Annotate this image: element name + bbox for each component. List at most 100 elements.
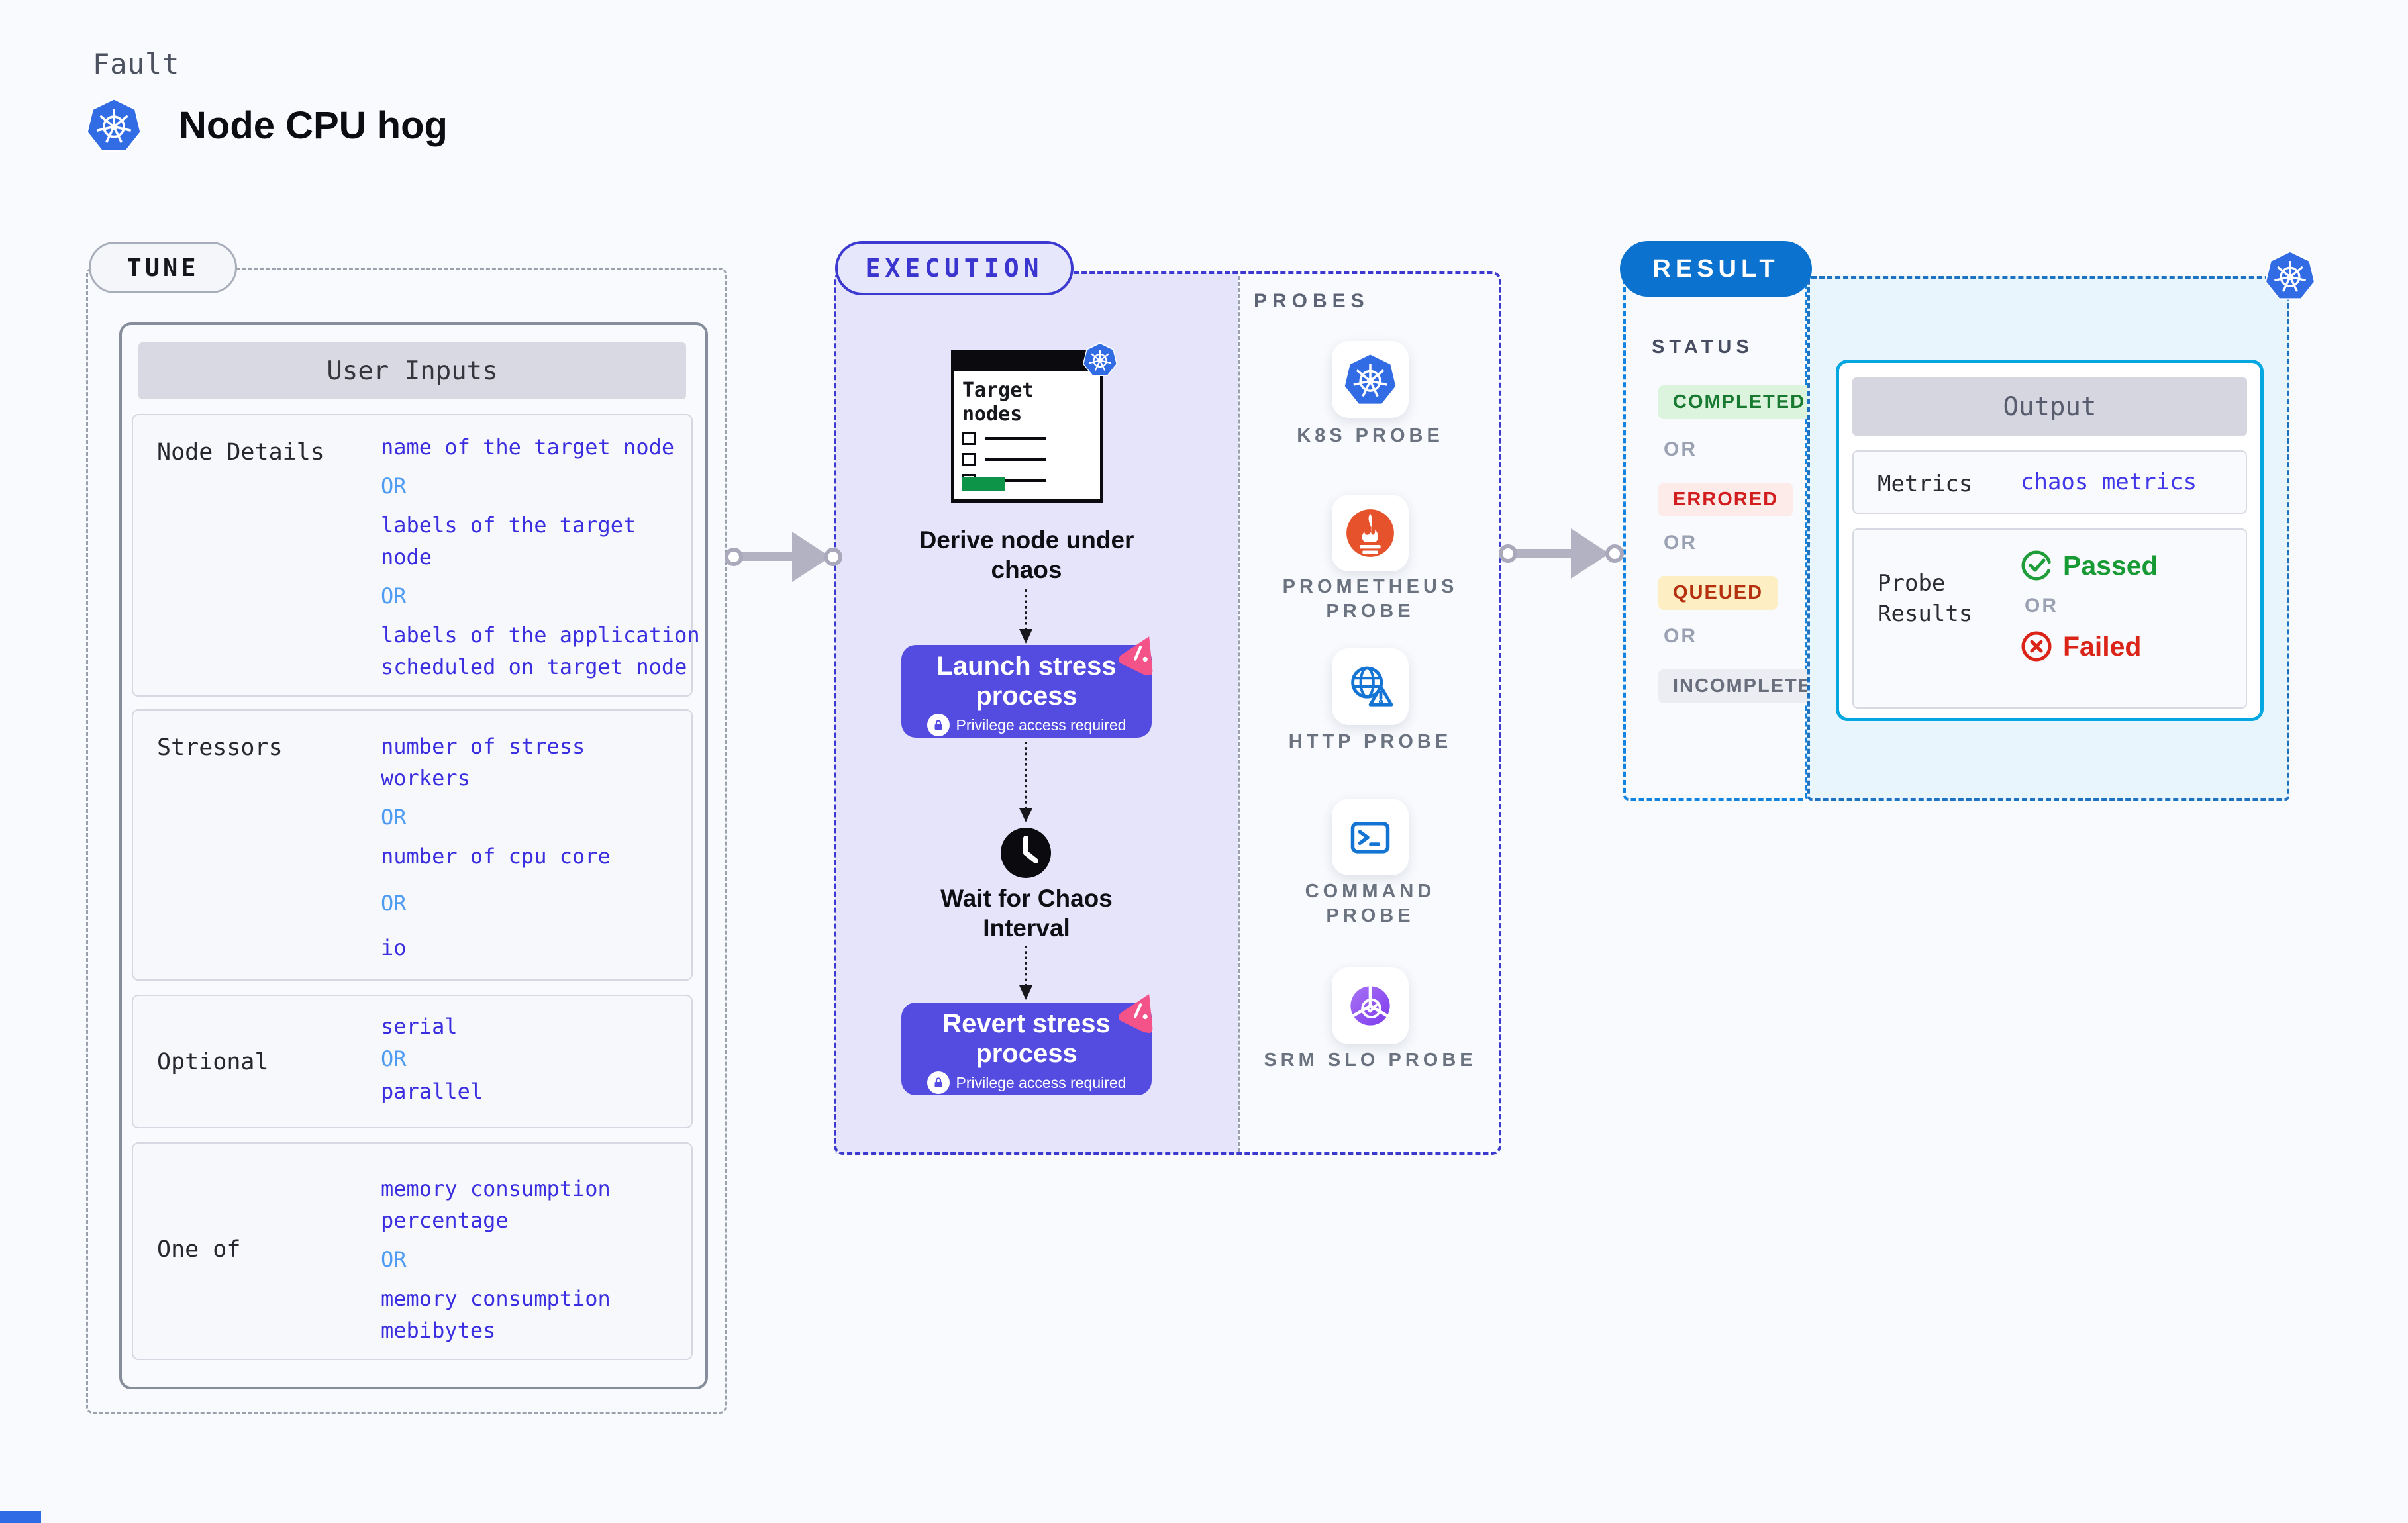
revert-stress-label: Revert stress process xyxy=(942,1009,1111,1068)
input-row-label: Optional xyxy=(157,1049,269,1075)
list-line xyxy=(985,437,1046,440)
or-separator: OR xyxy=(1664,438,1697,460)
window-titlebar xyxy=(954,354,1100,371)
status-title: STATUS xyxy=(1652,336,1754,358)
or-separator: OR xyxy=(381,1247,407,1272)
lock-icon xyxy=(927,714,950,736)
kubernetes-icon xyxy=(2263,248,2317,303)
input-row-label: Node Details xyxy=(157,439,325,466)
passed-label: Passed xyxy=(2063,550,2158,581)
or-separator: OR xyxy=(381,891,407,916)
target-nodes-window: Target nodes xyxy=(951,350,1103,503)
or-separator: OR xyxy=(381,1046,407,1071)
kubernetes-icon xyxy=(1344,353,1396,405)
tune-section xyxy=(86,268,727,1414)
probe-label: HTTP PROBE xyxy=(1288,731,1452,752)
input-row-optional: Optional serial OR parallel xyxy=(132,995,693,1128)
or-separator: OR xyxy=(2025,595,2058,616)
result-badge[interactable]: RESULT xyxy=(1620,241,1812,297)
execution-section xyxy=(834,271,1501,1155)
launch-stress-label: Launch stress process xyxy=(936,652,1117,711)
wait-chaos-label: Wait for Chaos Interval xyxy=(940,885,1113,942)
probe-label: SRM SLO PROBE xyxy=(1264,1050,1477,1071)
derive-node-label: Derive node under chaos xyxy=(919,526,1134,583)
probe-card-k8s xyxy=(1332,341,1409,418)
input-value: serial xyxy=(381,1014,458,1039)
kubernetes-icon xyxy=(1081,340,1119,379)
status-badge-queued: QUEUED xyxy=(1658,576,1778,610)
checkbox-icon xyxy=(962,432,976,445)
list-line xyxy=(985,479,1046,482)
connector-dot xyxy=(725,548,743,566)
or-separator: OR xyxy=(381,805,407,830)
connector-dot xyxy=(1499,544,1517,563)
tune-badge[interactable]: TUNE xyxy=(89,242,237,293)
flow-arrow xyxy=(1511,549,1578,558)
status-badge-completed: COMPLETED xyxy=(1658,385,1821,419)
check-circle-icon xyxy=(2021,550,2052,581)
probe-card-command xyxy=(1332,799,1409,875)
kubernetes-icon xyxy=(87,98,140,152)
clock-icon xyxy=(999,826,1052,879)
probes-divider xyxy=(1238,276,1240,1152)
metrics-label: Metrics xyxy=(1878,471,1973,497)
input-value: number of cpu core xyxy=(381,844,611,869)
probe-label: K8S PROBE xyxy=(1297,425,1444,446)
revert-stress-button[interactable]: Revert stress process Privilege access r… xyxy=(901,994,1153,1095)
input-row-node-details: Node Details name of the target node OR … xyxy=(132,414,700,697)
user-inputs-card: User Inputs Node Details name of the tar… xyxy=(119,322,708,1389)
output-title: Output xyxy=(1852,377,2247,436)
fault-eyebrow: Fault xyxy=(93,48,180,80)
http-globe-icon xyxy=(1351,666,1393,707)
execution-badge[interactable]: EXECUTION xyxy=(835,241,1074,295)
probe-label: COMMAND PROBE xyxy=(1305,881,1436,926)
flow-dotted-arrow xyxy=(1019,946,1032,1000)
flow-dotted-arrow xyxy=(1019,742,1032,822)
input-value: number of stress workers xyxy=(381,734,585,791)
chaos-pink-icon xyxy=(1118,994,1153,1034)
privilege-note: Privilege access required xyxy=(956,716,1127,734)
connector-dot xyxy=(1605,544,1624,563)
progress-bar xyxy=(962,477,1005,491)
srm-slo-icon xyxy=(1350,985,1390,1026)
list-line xyxy=(985,458,1046,461)
chaos-pink-icon xyxy=(1118,636,1153,676)
lock-icon xyxy=(927,1071,950,1094)
or-separator: OR xyxy=(381,583,407,609)
flow-dotted-arrow xyxy=(1019,589,1032,644)
output-card: Output Metrics chaos metrics Probe Resul… xyxy=(1836,360,2264,721)
or-separator: OR xyxy=(381,473,407,499)
input-value: io xyxy=(381,935,407,960)
x-circle-icon xyxy=(2021,631,2052,662)
input-row-label: Stressors xyxy=(157,734,283,761)
probe-card-prometheus xyxy=(1332,495,1409,571)
target-nodes-title: Target nodes xyxy=(962,379,1034,426)
input-row-label: One of xyxy=(157,1236,241,1263)
input-value: labels of the target node xyxy=(381,513,636,569)
input-value: name of the target node xyxy=(381,434,675,460)
input-row-stressors: Stressors number of stress workers OR nu… xyxy=(132,709,693,981)
input-value: memory consumption mebibytes xyxy=(381,1286,611,1343)
terminal-icon xyxy=(1350,821,1390,854)
probes-title: PROBES xyxy=(1254,290,1370,312)
input-value: labels of the application scheduled on t… xyxy=(381,622,700,679)
launch-stress-button[interactable]: Launch stress process Privilege access r… xyxy=(901,636,1153,738)
flow-arrow-head xyxy=(1571,528,1609,579)
page-title: Node CPU hog xyxy=(179,104,448,147)
privilege-note: Privilege access required xyxy=(956,1073,1127,1091)
metrics-value: chaos metrics xyxy=(2021,469,2197,495)
probe-card-srm-slo xyxy=(1332,967,1409,1044)
probe-card-http xyxy=(1332,648,1409,725)
status-badge-errored: ERRORED xyxy=(1658,483,1793,516)
failed-label: Failed xyxy=(2063,630,2142,662)
connector-dot xyxy=(824,548,842,566)
or-separator: OR xyxy=(1664,532,1697,554)
input-value: parallel xyxy=(381,1079,483,1104)
checkbox-icon xyxy=(962,453,976,466)
input-row-one-of: One of memory consumption percentage OR … xyxy=(132,1142,693,1360)
bottom-left-blue-strip xyxy=(0,1511,41,1523)
flow-arrow xyxy=(736,552,800,561)
metrics-row: Metrics chaos metrics xyxy=(1852,450,2247,514)
user-inputs-title: User Inputs xyxy=(138,342,686,399)
